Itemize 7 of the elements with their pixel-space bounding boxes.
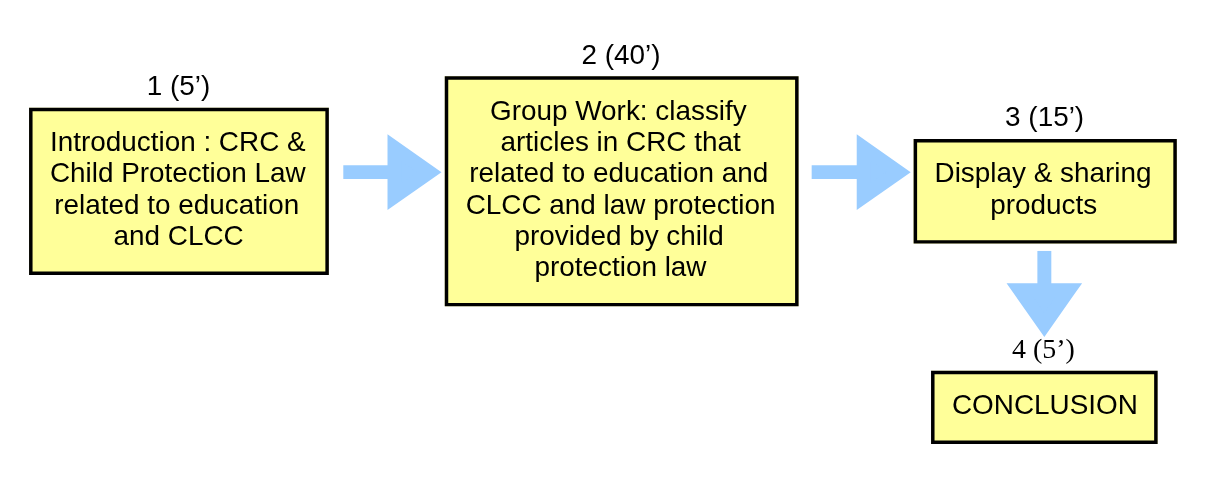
arrow [343, 133, 442, 210]
node-label: 2 (40’) [581, 38, 661, 70]
node-label: 4 (5’) [1012, 332, 1075, 364]
arrow [811, 133, 911, 210]
node-label: 1 (5’) [146, 69, 211, 101]
arrow [1006, 250, 1083, 337]
node-label: 3 (15’) [1005, 100, 1085, 132]
